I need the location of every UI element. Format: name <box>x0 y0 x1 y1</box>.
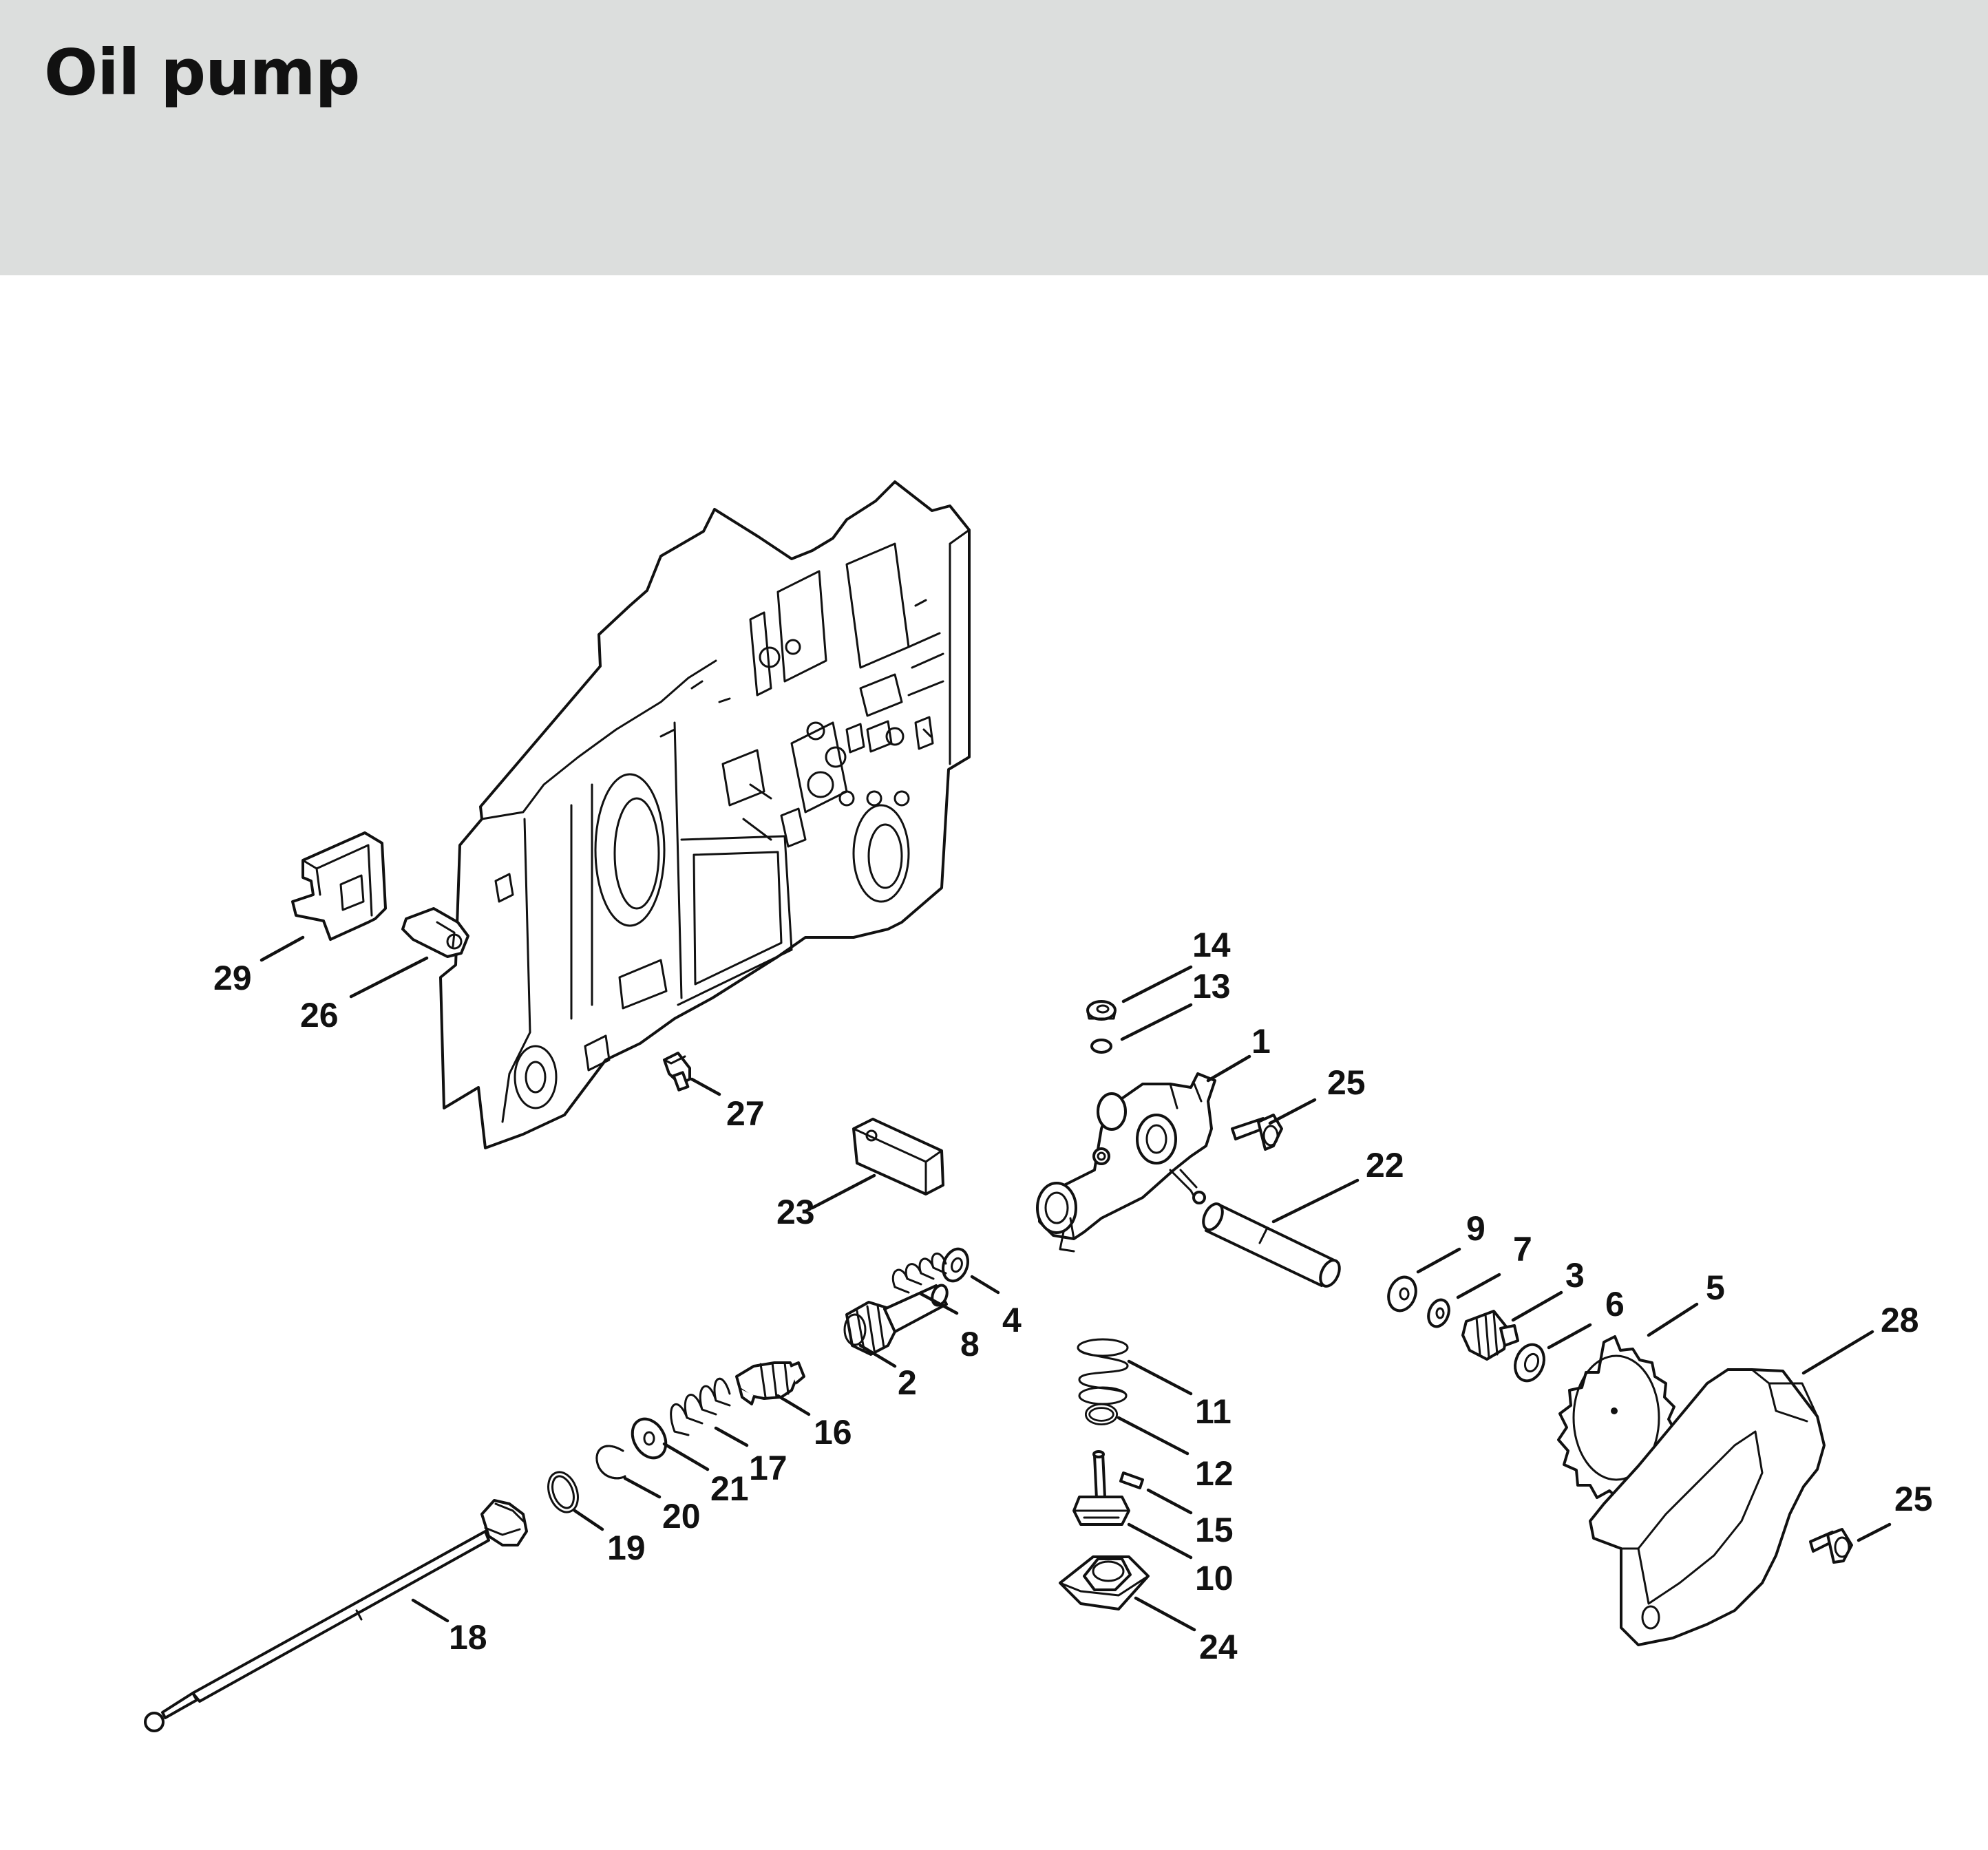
part-27-screw <box>663 1052 691 1092</box>
callout-25-upper: 25 <box>1327 1063 1366 1102</box>
callout-27: 27 <box>726 1094 765 1133</box>
callout-26: 26 <box>300 996 339 1034</box>
callout-21: 21 <box>710 1469 749 1508</box>
callout-7: 7 <box>1513 1230 1532 1268</box>
callout-18: 18 <box>449 1618 487 1657</box>
part-11-spring <box>1077 1338 1129 1405</box>
callout-22: 22 <box>1366 1146 1404 1184</box>
part-23-felt-block <box>852 1118 944 1195</box>
part-6-washer <box>1514 1343 1545 1383</box>
callout-5: 5 <box>1706 1268 1725 1307</box>
part-24-valve-seat <box>1059 1555 1150 1610</box>
page-title: Oil pump <box>44 36 360 109</box>
callout-20: 20 <box>662 1497 701 1535</box>
part-29-cover <box>291 831 387 941</box>
callout-25-lower: 25 <box>1894 1480 1933 1518</box>
callout-8: 8 <box>960 1325 980 1363</box>
callout-4: 4 <box>1002 1301 1022 1339</box>
part-25-screw-lower <box>1809 1528 1853 1564</box>
part-14-washer <box>1086 1000 1117 1021</box>
part-13-o-ring <box>1090 1039 1112 1054</box>
part-10-valve-stem <box>1072 1450 1130 1526</box>
callout-23: 23 <box>776 1193 815 1231</box>
part-1-pump-housing <box>1036 1072 1216 1253</box>
leader-lines <box>260 935 1892 1632</box>
header-bar: Oil pump <box>0 0 1988 275</box>
part-2-pump-piston <box>843 1284 949 1356</box>
callout-17: 17 <box>749 1449 787 1487</box>
part-26-valve <box>401 907 469 958</box>
part-22-pin <box>1202 1202 1341 1288</box>
callout-10: 10 <box>1195 1559 1234 1597</box>
part-3-worm <box>1461 1310 1519 1361</box>
callout-12: 12 <box>1195 1454 1234 1493</box>
callout-11: 11 <box>1195 1392 1231 1431</box>
callout-2: 2 <box>898 1363 917 1402</box>
part-8-spring <box>891 1252 947 1294</box>
part-25-screw-upper <box>1231 1114 1283 1151</box>
callout-19: 19 <box>607 1529 646 1567</box>
part-18-adjusting-shaft <box>144 1499 528 1732</box>
part-7-washer <box>1427 1298 1450 1328</box>
part-17-spring <box>670 1377 731 1436</box>
callout-15: 15 <box>1195 1511 1234 1549</box>
part-4-washer <box>942 1247 969 1283</box>
callout-3: 3 <box>1565 1256 1585 1295</box>
callout-14: 14 <box>1192 926 1231 964</box>
callout-28: 28 <box>1881 1301 1919 1339</box>
part-19-o-ring <box>547 1471 579 1513</box>
callout-29: 29 <box>213 959 252 997</box>
part-15-pin <box>1119 1471 1144 1489</box>
callout-9: 9 <box>1466 1209 1485 1248</box>
callout-16: 16 <box>814 1413 852 1452</box>
callout-24: 24 <box>1199 1628 1238 1666</box>
part-12-o-ring <box>1085 1403 1118 1425</box>
crankcase-housing <box>439 480 971 1149</box>
part-21-washer <box>631 1417 668 1460</box>
part-9-washer <box>1387 1275 1417 1312</box>
callout-13: 13 <box>1192 967 1231 1006</box>
callout-labels: 14 13 1 25 22 9 7 3 6 5 28 25 29 26 27 2… <box>213 926 1933 1666</box>
part-28-cover-plate <box>1589 1368 1826 1646</box>
part-20-circlip <box>595 1445 626 1480</box>
part-16-control-valve <box>735 1361 805 1405</box>
callout-6: 6 <box>1605 1285 1625 1323</box>
callout-1: 1 <box>1251 1022 1271 1061</box>
